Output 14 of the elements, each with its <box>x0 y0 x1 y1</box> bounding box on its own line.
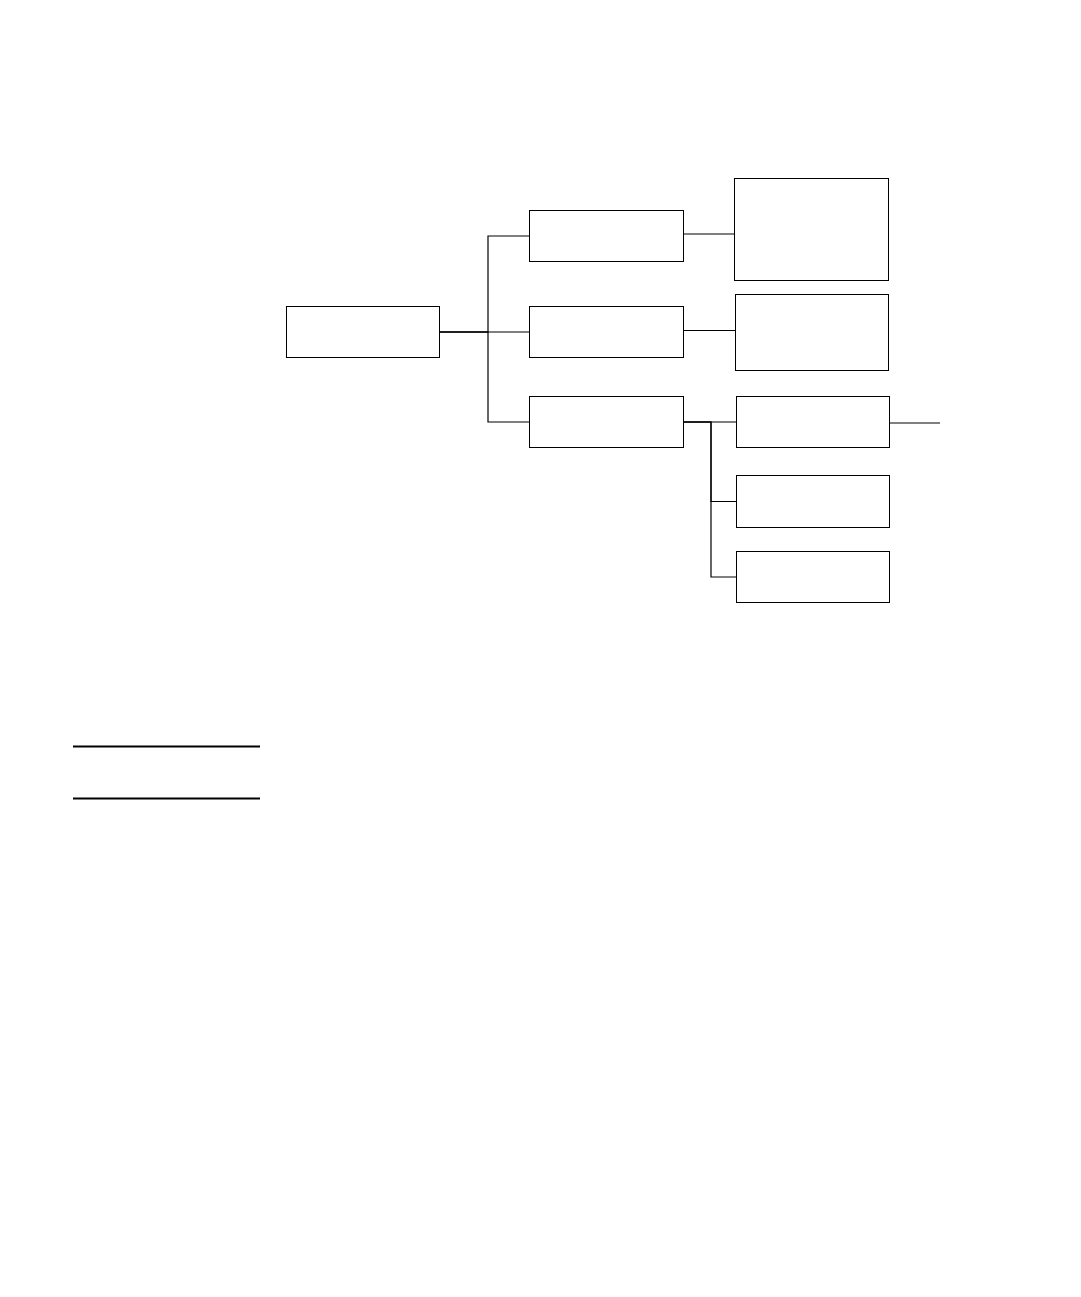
empty-box <box>736 475 890 528</box>
empty-box <box>736 396 890 448</box>
empty-box <box>736 551 890 603</box>
connector-line <box>439 331 530 423</box>
empty-box <box>529 210 684 262</box>
empty-box <box>734 178 889 281</box>
connector-line <box>683 421 737 578</box>
connector-line <box>683 233 735 235</box>
empty-box <box>529 306 684 358</box>
connector-line <box>683 329 736 332</box>
empty-box <box>529 396 684 448</box>
connector-line <box>889 422 941 424</box>
empty-box <box>735 294 889 371</box>
empty-box <box>286 306 440 358</box>
